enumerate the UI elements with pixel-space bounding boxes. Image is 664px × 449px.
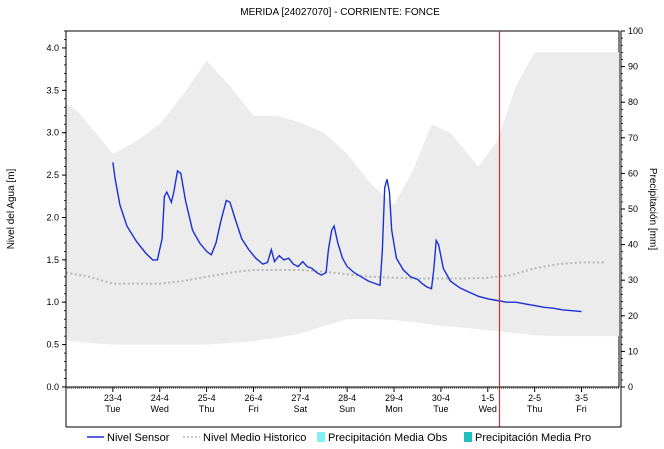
y-tick-label: 2.5 bbox=[46, 170, 59, 180]
chart-title: MERIDA [24027070] - CORRIENTE: FONCE bbox=[240, 7, 440, 18]
x-tick-day: Tue bbox=[433, 404, 448, 414]
y2-tick-label: 40 bbox=[628, 240, 638, 250]
y2-axis: 0 10 20 30 40 50 60 70 80 90 100 bbox=[621, 26, 643, 392]
x-tick-date: 28-4 bbox=[338, 393, 356, 403]
x-tick-day: Thu bbox=[527, 404, 543, 414]
x-axis: 23-4Tue24-4Wed25-4Thu26-4Fri27-4Sat28-4S… bbox=[65, 387, 619, 414]
y2-tick-label: 100 bbox=[628, 26, 643, 36]
y2-axis-title: Precipitación [mm] bbox=[647, 168, 658, 250]
x-tick-day: Sat bbox=[294, 404, 308, 414]
y-tick-label: 1.5 bbox=[46, 255, 59, 265]
y-axis: 0.0 0.5 1.0 1.5 2.0 2.5 3.0 3.5 4.0 bbox=[46, 30, 66, 392]
legend-swatch-box bbox=[464, 432, 472, 442]
historical-range-band bbox=[66, 52, 619, 345]
x-tick-date: 24-4 bbox=[151, 393, 169, 403]
y-tick-label: 4.0 bbox=[46, 43, 59, 53]
legend-label: Precipitación Media Obs bbox=[328, 432, 448, 444]
y2-tick-label: 10 bbox=[628, 346, 638, 356]
y2-tick-label: 50 bbox=[628, 204, 638, 214]
x-tick-day: Mon bbox=[385, 404, 403, 414]
x-tick-date: 26-4 bbox=[244, 393, 262, 403]
legend-label: Nivel Medio Historico bbox=[203, 432, 306, 444]
legend-label: Precipitación Media Pro bbox=[475, 432, 591, 444]
x-tick-date: 23-4 bbox=[104, 393, 122, 403]
legend-label: Nivel Sensor bbox=[107, 432, 170, 444]
series-nivel-sensor bbox=[112, 162, 582, 313]
y2-tick-label: 80 bbox=[628, 97, 638, 107]
y-tick-label: 0.5 bbox=[46, 340, 59, 350]
y2-tick-label: 60 bbox=[628, 168, 638, 178]
y-tick-label: 3.5 bbox=[46, 85, 59, 95]
y-tick-label: 0.0 bbox=[46, 382, 59, 392]
x-tick-day: Fri bbox=[576, 404, 587, 414]
legend-swatch-box bbox=[317, 432, 325, 442]
y-tick-label: 2.0 bbox=[46, 212, 59, 222]
x-tick-day: Sun bbox=[339, 404, 355, 414]
x-tick-date: 2-5 bbox=[528, 393, 541, 403]
x-tick-day: Thu bbox=[199, 404, 215, 414]
x-tick-date: 29-4 bbox=[385, 393, 403, 403]
y-tick-label: 3.0 bbox=[46, 128, 59, 138]
x-tick-day: Fri bbox=[248, 404, 259, 414]
x-tick-day: Tue bbox=[105, 404, 120, 414]
x-tick-date: 25-4 bbox=[198, 393, 216, 403]
y-axis-title: Nivel del Agua [m] bbox=[6, 168, 17, 249]
y-tick-label: 1.0 bbox=[46, 297, 59, 307]
y2-tick-label: 20 bbox=[628, 311, 638, 321]
x-tick-date: 27-4 bbox=[291, 393, 309, 403]
y2-tick-label: 0 bbox=[628, 382, 633, 392]
legend: Nivel Sensor Nivel Medio Historico Precipi… bbox=[87, 432, 591, 444]
x-tick-date: 3-5 bbox=[575, 393, 588, 403]
series-nivel-medio-historico bbox=[65, 261, 605, 285]
y2-tick-label: 90 bbox=[628, 62, 638, 72]
y2-tick-label: 70 bbox=[628, 133, 638, 143]
x-tick-date: 30-4 bbox=[432, 393, 450, 403]
x-tick-day: Wed bbox=[151, 404, 169, 414]
x-tick-day: Wed bbox=[479, 404, 497, 414]
x-tick-date: 1-5 bbox=[481, 393, 494, 403]
y2-tick-label: 30 bbox=[628, 275, 638, 285]
